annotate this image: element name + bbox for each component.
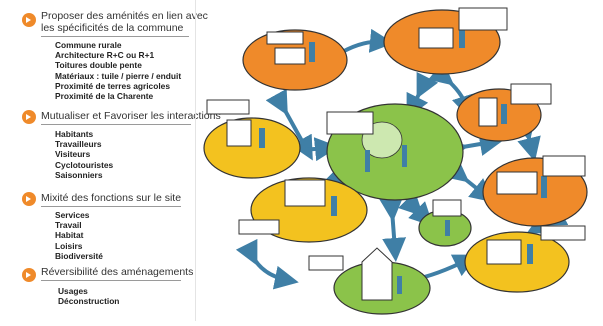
scene-habitat — [308, 247, 431, 315]
section-items-1: Commune rurale Architecture R+C ou R+1 T… — [55, 40, 181, 101]
scene-potager — [418, 199, 472, 247]
list-item: Habitants — [55, 129, 94, 139]
list-item: Biodiversité — [55, 250, 103, 261]
diagram-illustration — [203, 7, 588, 315]
list-item: Architecture R+C ou R+1 — [55, 50, 155, 61]
list-item: Habitat — [55, 230, 84, 241]
scene-espaces-exterieurs — [326, 103, 464, 201]
section-items-3: Services Travail Habitat Loisirs Biodive… — [55, 210, 103, 261]
list-item: Saisonniers — [55, 169, 103, 180]
list-item: Usages — [58, 286, 88, 296]
chevron-right-icon — [22, 110, 36, 124]
section-title-2: Mutualiser et Favoriser les interactions — [41, 110, 221, 122]
scene-multiservice — [464, 225, 586, 293]
section-divider — [41, 206, 181, 207]
scene-snack — [203, 99, 301, 179]
list-item: Commune rurale — [55, 40, 122, 50]
chevron-right-icon — [22, 192, 36, 206]
panel-divider — [195, 0, 196, 321]
scene-atelier-entreprise — [482, 155, 588, 227]
scene-accueil-bureaux — [383, 7, 508, 75]
list-item: Proximité de terres agricoles — [55, 80, 170, 91]
list-item: Travail — [55, 220, 82, 231]
section-divider — [41, 280, 181, 281]
section-divider — [41, 36, 189, 37]
section-title-3: Mixité des fonctions sur le site — [41, 192, 182, 204]
section-divider — [41, 124, 191, 125]
list-item: Cyclotouristes — [55, 159, 114, 170]
section-title-4: Réversibilité des aménagements — [41, 266, 194, 278]
scene-espace-detente — [242, 29, 348, 91]
list-item: Services — [55, 210, 90, 220]
chevron-right-icon — [22, 268, 36, 282]
section-title-1-line1: Proposer des aménités en lien avec — [41, 10, 208, 22]
section-title-1-line2: les spécificités de la commune — [41, 22, 184, 34]
list-item: Visiteurs — [55, 149, 91, 160]
scene-bureau-permanent — [456, 83, 552, 142]
legend-panel: Proposer des aménités en lien avec les s… — [0, 0, 221, 321]
list-item: Loisirs — [55, 240, 83, 251]
interaction-diagram — [197, 0, 603, 321]
list-item: Proximité de la Charente — [55, 91, 154, 102]
section-items-2: Habitants Travailleurs Visiteurs Cycloto… — [55, 129, 113, 180]
list-item: Matériaux : tuile / pierre / enduit — [55, 70, 182, 81]
list-item: Travailleurs — [55, 139, 102, 150]
list-item: Toitures double pente — [55, 60, 142, 71]
scene-buanderie — [238, 177, 368, 243]
list-item: Déconstruction — [58, 296, 120, 307]
chevron-right-icon — [22, 13, 36, 27]
section-items-4: Usages Déconstruction — [58, 286, 119, 306]
